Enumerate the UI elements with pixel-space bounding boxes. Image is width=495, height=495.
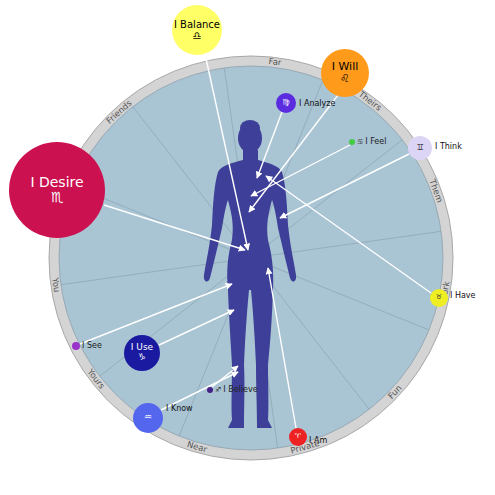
house-line [251,258,429,330]
circle-outline [349,139,355,145]
circle-fill [9,142,105,238]
zodiac-glyph: ♏ [51,190,64,205]
zodiac-glyph: ♉ [436,294,442,302]
planet-label: I Desire [30,175,83,190]
house-line [251,231,441,258]
planet-circle: I Use♑ [124,335,160,371]
circle-fill [408,136,432,160]
leader-arrow [266,176,431,293]
leader-arrow [80,284,232,344]
planet-circle: I Will♌ [321,49,369,97]
planet-circle: I Am♈ [289,428,307,446]
planet-label: I Believe [223,386,257,395]
planet-label: I Will [332,61,359,73]
zodiac-glyph: ♈ [295,433,301,441]
planet-circle: I Analyze♍ [276,93,296,113]
zodiac-glyph: ♍ [282,99,289,108]
circle-fill [289,428,307,446]
glyph-holder: ♊ [408,136,432,160]
planet-circle: I Have♉ [430,289,448,307]
woman-figure [204,120,296,428]
label-row: I Believe♐ [215,386,258,395]
circle-fill [72,342,80,350]
zodiac-glyph: ♊ [416,144,423,153]
outer-ring [49,56,453,460]
planet-label: I Have [450,291,475,300]
planet-circle: I Think♊ [408,136,432,160]
glyph-holder: ♍ [276,93,296,113]
house-line [61,258,251,285]
leader-arrow [257,112,282,178]
planet-circle: I Know♒ [133,403,163,433]
circle-fill [276,93,296,113]
planet-label: I Balance [174,19,220,30]
leader-arrow [104,205,245,250]
planet-circle: I Feel♋ [349,139,355,145]
zodiac-glyph: ♌ [340,73,350,85]
leader-arrow [280,154,409,218]
house-dividers [61,68,441,448]
planet-label: I See [82,342,102,351]
zodiac-glyph: ♒ [144,413,152,423]
planet-circle: I Believe♐ [207,387,213,393]
circle-fill [207,387,213,393]
wheel-disc [59,66,443,450]
leader-arrows [80,54,431,428]
planet-label: I Feel [365,138,386,147]
planet-label: I Am [309,436,327,445]
zodiac-glyph: ♐ [215,386,221,394]
circle-fill [172,5,222,55]
house-label: Far [268,57,282,67]
circle-fill [133,403,163,433]
planet-circle: I Balance♎ [172,5,222,55]
circle-fill [124,335,160,371]
leader-arrow [205,54,248,250]
circle-outline [72,342,80,350]
planet-label: I Think [435,142,462,151]
leader-arrow [251,145,350,196]
leader-arrow [212,366,238,387]
leader-arrow [268,268,296,428]
house-label: You [51,278,61,294]
planet-label: I Know [166,404,193,413]
figure-head [238,123,262,153]
label-row: I See [82,342,102,351]
label-row: I Feel♋ [357,138,386,147]
leader-arrow [159,310,234,345]
circle-fill [321,49,369,97]
planet-circle: I Desire♏ [9,142,105,238]
planet-label: I Use [131,343,153,353]
planet-label: I Analyze [299,99,335,108]
zodiac-glyph: ♑ [138,353,146,363]
zodiac-glyph: ♎ [193,30,202,41]
circle-fill [349,139,355,145]
circle-outline [207,387,213,393]
circle-fill [430,289,448,307]
leader-arrow [249,95,338,212]
zodiac-glyph: ♋ [357,138,363,146]
glyph-holder: ♈ [289,428,307,446]
glyph-holder: ♒ [133,403,163,433]
planet-circle: I See [72,342,80,350]
glyph-holder: ♉ [430,289,448,307]
